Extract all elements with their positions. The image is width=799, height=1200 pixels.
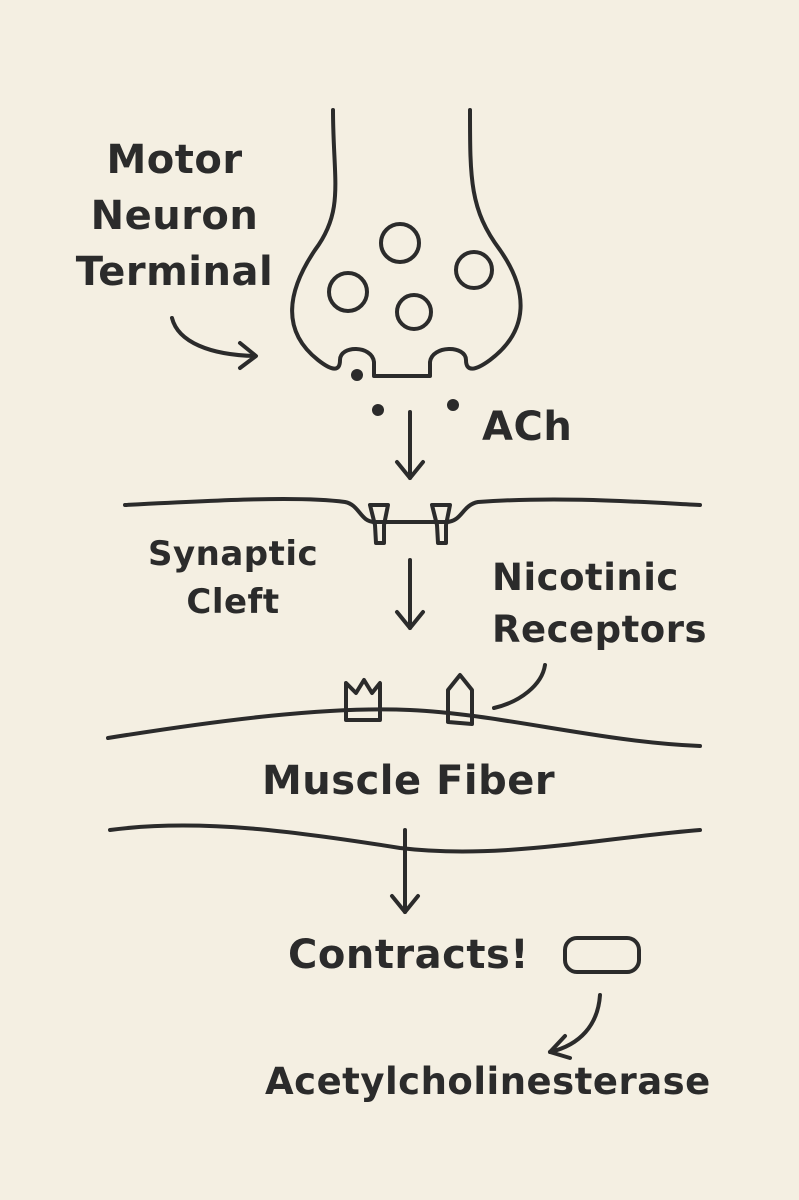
- receptors-pointer: [492, 663, 547, 710]
- muscle-membrane-top: [106, 707, 702, 748]
- label-acetylcholinesterase: Acetylcholinesterase: [265, 1060, 711, 1103]
- label-contracts: Contracts!: [288, 932, 530, 978]
- label-line: Nicotinic: [492, 556, 679, 599]
- ach-molecule: [351, 369, 363, 381]
- nicotinic-receptor-right: [446, 673, 474, 726]
- label-line: Terminal: [75, 249, 274, 295]
- enzyme-shape: [563, 936, 641, 974]
- arrow-ach-down: [395, 410, 425, 480]
- arrow-to-enzyme: [548, 993, 602, 1060]
- label-ach: ACh: [482, 404, 573, 450]
- arrow-to-terminal: [170, 316, 258, 370]
- label-line: Synaptic: [148, 534, 319, 574]
- vesicle: [379, 222, 421, 264]
- label-synaptic-cleft: Synaptic Cleft: [148, 530, 318, 626]
- ach-molecule: [372, 404, 384, 416]
- label-muscle-fiber: Muscle Fiber: [262, 758, 556, 804]
- neuron-terminal-outline: [290, 108, 523, 378]
- channel-right: [430, 503, 452, 545]
- nicotinic-receptor-left: [344, 678, 382, 722]
- label-line: Neuron: [90, 193, 259, 239]
- arrow-cleft-down: [395, 558, 425, 630]
- muscle-membrane-bottom: [108, 823, 702, 854]
- arrow-muscle-down: [390, 828, 420, 914]
- upper-membrane: [123, 497, 702, 524]
- vesicle: [327, 271, 369, 313]
- label-line: Receptors: [492, 608, 707, 651]
- channel-left: [368, 503, 390, 545]
- label-nicotinic-receptors: Nicotinic Receptors: [492, 552, 707, 656]
- label-line: Cleft: [186, 582, 280, 622]
- vesicle: [395, 293, 433, 331]
- vesicle: [454, 250, 494, 290]
- ach-molecule: [447, 399, 459, 411]
- label-line: Motor: [106, 137, 243, 183]
- label-motor-neuron-terminal: Motor Neuron Terminal: [72, 132, 277, 300]
